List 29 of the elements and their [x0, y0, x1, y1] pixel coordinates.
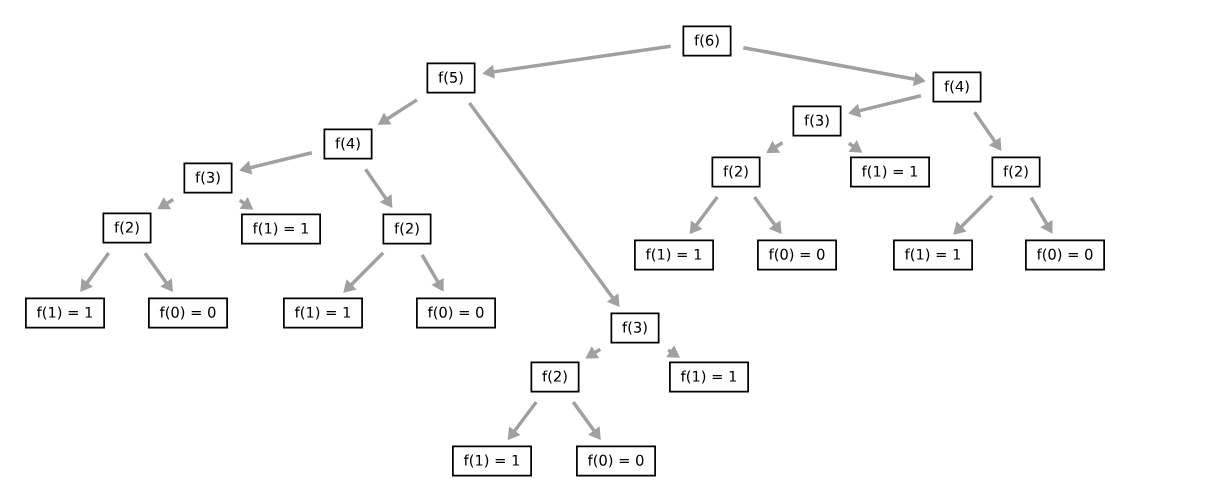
arrow: [364, 168, 393, 208]
function-call-box: f(2): [530, 361, 580, 393]
function-call-box: f(6): [682, 25, 732, 57]
function-call-box: f(0) = 0: [757, 239, 837, 271]
function-call-box: f(4): [323, 128, 373, 160]
function-call-box: f(0) = 0: [148, 297, 228, 329]
function-call-box: f(1) = 1: [634, 239, 714, 271]
function-call-box: f(2): [382, 213, 432, 245]
function-call-box: f(0) = 0: [576, 445, 656, 477]
function-call-box: f(4): [932, 71, 982, 103]
function-call-box: f(0) = 0: [416, 297, 496, 329]
function-call-box: f(3): [183, 162, 233, 194]
function-call-box: f(2): [711, 156, 761, 188]
function-call-box: f(1) = 1: [893, 239, 973, 271]
function-call-box: f(1) = 1: [850, 156, 930, 188]
function-call-box: f(1) = 1: [452, 445, 532, 477]
arrow: [343, 251, 385, 293]
function-call-box: f(3): [792, 105, 842, 137]
arrow: [953, 194, 994, 235]
function-call-box: f(1) = 1: [25, 297, 105, 329]
function-call-box: f(0) = 0: [1025, 239, 1105, 271]
function-call-box: f(2): [102, 212, 152, 244]
function-call-box: f(1) = 1: [241, 213, 321, 245]
function-call-box: f(3): [610, 312, 660, 344]
function-call-box: f(5): [426, 62, 476, 94]
arrow: [973, 111, 1002, 151]
function-call-box: f(1) = 1: [669, 361, 749, 393]
function-call-box: f(1) = 1: [283, 297, 363, 329]
function-call-box: f(2): [991, 156, 1041, 188]
